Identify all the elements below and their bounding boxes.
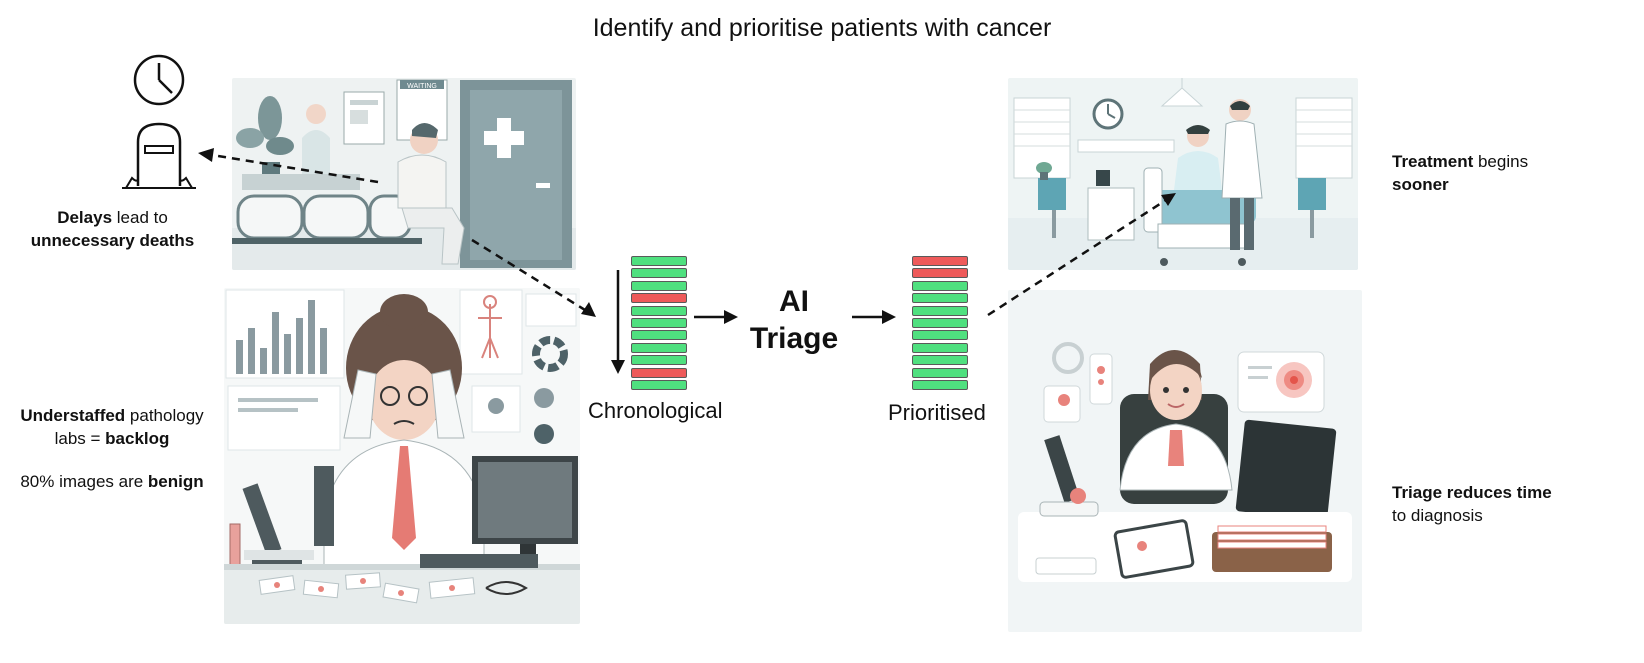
clock-icon <box>133 54 185 106</box>
hospital-treatment-illustration <box>1008 78 1358 270</box>
dashed-line-to-treatment <box>987 198 1167 317</box>
queue-item-urgent <box>912 256 968 266</box>
tombstone-icon <box>122 122 196 189</box>
queue-item-normal <box>912 330 968 341</box>
queue-item-normal <box>912 293 968 304</box>
queue-item-normal <box>631 330 687 341</box>
queue-item-normal <box>631 355 687 366</box>
arrowhead-icon <box>1161 193 1176 206</box>
dashed-line-to-queue <box>471 238 586 312</box>
chronological-label: Chronological <box>588 398 723 423</box>
queue-item-urgent <box>912 268 968 279</box>
ai-triage-label: AI Triage <box>749 285 839 355</box>
labs-caption: Understaffed pathology labs = backlog <box>20 406 204 448</box>
prioritised-queue <box>912 256 968 392</box>
queue-item-normal <box>912 380 968 390</box>
queue-item-normal <box>912 367 968 378</box>
queue-item-normal <box>631 380 687 390</box>
queue-item-normal <box>631 268 687 279</box>
queue-item-urgent <box>631 293 687 304</box>
calm-pathologist-illustration <box>1008 290 1362 632</box>
queue-item-normal <box>912 280 968 291</box>
down-arrow-icon <box>611 270 625 374</box>
benign-caption: 80% images are benign <box>20 472 204 491</box>
queue-item-normal <box>631 305 687 316</box>
queue-item-normal <box>912 305 968 316</box>
triage-caption: Triage reduces time to diagnosis <box>1392 483 1552 525</box>
waiting-sign-text: WAITING <box>407 83 437 90</box>
queue-item-normal <box>912 342 968 353</box>
arrowhead-icon <box>581 302 596 317</box>
queue-item-normal <box>631 280 687 291</box>
page-title: Identify and prioritise patients with ca… <box>592 14 1052 42</box>
overworked-pathologist-illustration <box>224 288 580 624</box>
deaths-caption: Delays lead to unnecessary deaths <box>30 208 195 250</box>
arrow-right-icon <box>852 310 896 324</box>
queue-item-normal <box>912 355 968 366</box>
arrowhead-icon <box>198 148 214 162</box>
prioritised-label: Prioritised <box>888 400 986 425</box>
dashed-line-to-deaths <box>211 153 379 184</box>
waiting-room-illustration: WAITING <box>232 78 576 270</box>
chronological-queue <box>631 256 687 392</box>
treatment-caption: Treatment begins sooner <box>1392 152 1529 194</box>
queue-item-normal <box>631 342 687 353</box>
queue-item-normal <box>912 318 968 328</box>
queue-item-normal <box>631 256 687 266</box>
queue-item-normal <box>631 318 687 328</box>
arrow-right-icon <box>694 310 738 324</box>
queue-item-urgent <box>631 367 687 378</box>
